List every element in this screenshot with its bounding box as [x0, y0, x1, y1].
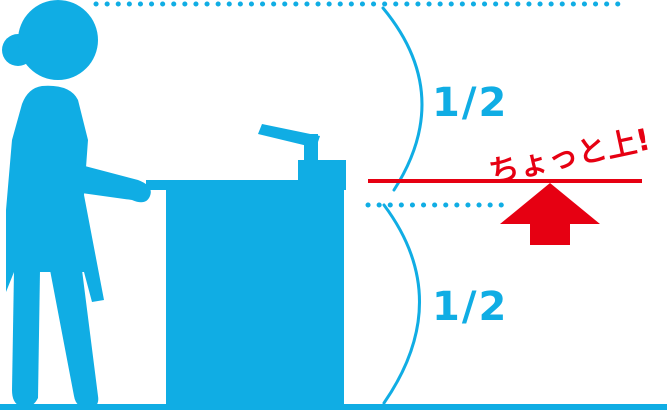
upper-half-label: 1/2: [432, 80, 508, 126]
up-arrow-icon: [500, 183, 600, 245]
lower-half-label: 1/2: [432, 284, 508, 330]
upper-brace-arc: [381, 6, 424, 192]
lower-brace-arc: [382, 203, 421, 405]
sink-cabinet-icon: [146, 160, 346, 408]
faucet-icon: [258, 124, 320, 164]
recommended-height-line: [368, 179, 642, 183]
person-at-sink-icon: [2, 0, 151, 408]
floor-line: [0, 404, 667, 410]
